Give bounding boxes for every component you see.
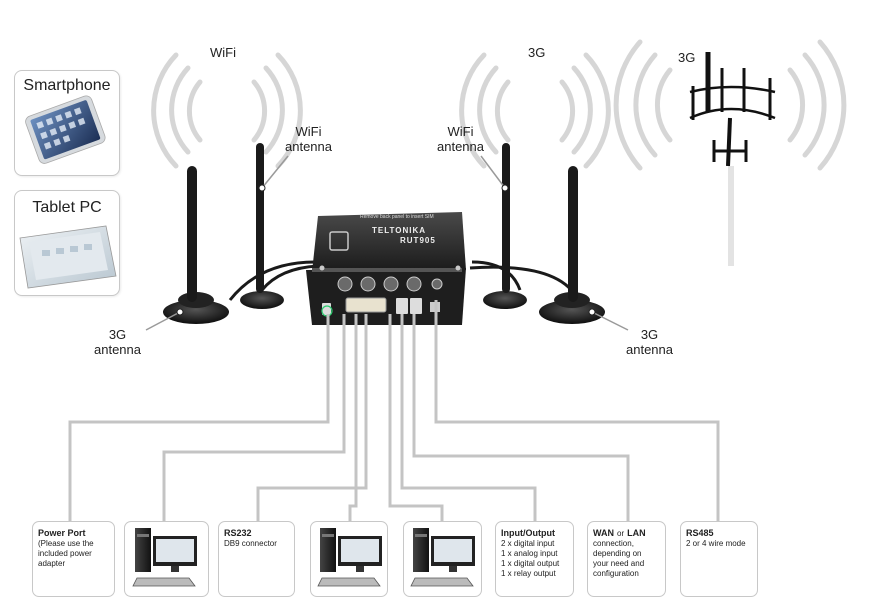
wifi-antenna-left-label-line1: WiFi	[295, 124, 322, 139]
wifi-signal-icon	[151, 52, 303, 169]
3g-antenna-right-icon	[539, 166, 605, 324]
smartphone-card: Smartphone	[14, 70, 120, 176]
3g-signal-icon	[459, 52, 611, 169]
computer-box-2	[310, 521, 388, 597]
wan-lan-desc: connection, depending on your need and c…	[593, 539, 645, 578]
3g-antenna-right-label: 3G antenna	[626, 327, 673, 357]
3g-antenna-left-label: 3G antenna	[94, 327, 141, 357]
computer-box-3	[403, 521, 482, 597]
wifi-signal-label: WiFi	[210, 45, 236, 60]
tablet-title: Tablet PC	[32, 199, 102, 216]
wifi-antenna-left-label-line2: antenna	[285, 139, 332, 154]
wifi-antenna-right-label-line2: antenna	[437, 139, 484, 154]
wifi-antenna-right-label-line1: WiFi	[447, 124, 474, 139]
wifi-antenna-left-icon	[240, 143, 284, 309]
3g-signal-label: 3G	[528, 45, 546, 60]
rs485-desc: 2 or 4 wire mode	[686, 539, 746, 548]
wifi-antenna-right-label: WiFi antenna	[437, 124, 484, 154]
3g-tower-label: 3G	[678, 50, 696, 65]
wan-title: WAN	[593, 528, 614, 538]
router-brand: TELTONIKA	[372, 226, 427, 235]
smartphone-title: Smartphone	[23, 77, 111, 94]
power-port-title: Power Port	[38, 528, 86, 538]
io-box: Input/Output 2 x digital input 1 x analo…	[495, 521, 574, 597]
router-sma-connectors	[337, 276, 443, 292]
3g-antenna-left-icon	[163, 166, 229, 324]
3g-antenna-left-label-line2: antenna	[94, 342, 141, 357]
router-top-note: Remove back panel to insert SIM	[360, 214, 434, 220]
lan-title: LAN	[627, 528, 646, 538]
rs232-desc: DB9 connector	[224, 539, 277, 548]
rs232-box: RS232 DB9 connector	[218, 521, 295, 597]
tower-pole-fade	[728, 166, 734, 266]
io-title: Input/Output	[501, 528, 555, 538]
rs485-title: RS485	[686, 528, 714, 538]
router-model: RUT905	[400, 236, 436, 245]
3g-antenna-right-label-line1: 3G	[640, 327, 659, 342]
wifi-antenna-left-label: WiFi antenna	[285, 124, 332, 154]
tablet-card: Tablet PC	[14, 190, 120, 296]
power-port-desc: (Please use the included power adapter	[38, 539, 94, 568]
router-icon	[306, 212, 466, 325]
power-port-box: Power Port (Please use the included powe…	[32, 521, 115, 597]
port-connection-lines	[68, 300, 720, 521]
wifi-antenna-right-icon	[483, 143, 527, 309]
or-text: or	[617, 529, 625, 538]
rs485-box: RS485 2 or 4 wire mode	[680, 521, 758, 597]
io-desc: 2 x digital input 1 x analog input 1 x d…	[501, 539, 560, 578]
3g-antenna-right-label-line2: antenna	[626, 342, 673, 357]
cell-tower-icon	[689, 52, 776, 167]
rs232-title: RS232	[224, 528, 252, 538]
antenna-pointer-lines	[145, 155, 629, 331]
3g-antenna-left-label-line1: 3G	[108, 327, 127, 342]
antenna-dots	[176, 184, 596, 316]
computer-box-1	[124, 521, 209, 597]
